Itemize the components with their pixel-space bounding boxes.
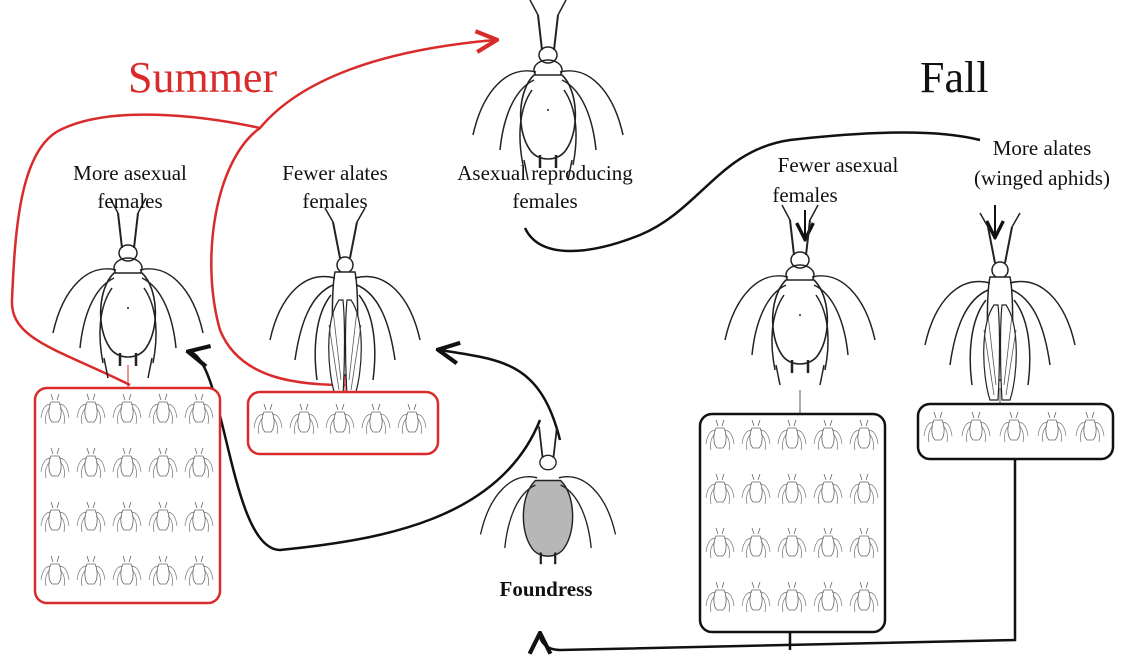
center-asexual-label-2: females xyxy=(512,189,577,213)
asexual-reproducing-aphid xyxy=(473,0,623,180)
fall-asexual-label-2: females xyxy=(772,183,837,207)
center-asexual-label-1: Asexual reproducing xyxy=(457,161,633,185)
fall-asexual-aphid xyxy=(725,205,875,385)
foundress-aphid xyxy=(481,427,616,565)
summer-asexual-label-1: More asexual xyxy=(73,161,187,185)
summer-asexual-aphid xyxy=(53,198,203,378)
summer-heading: Summer xyxy=(128,53,277,102)
summer-alates-label-1: Fewer alates xyxy=(282,161,388,185)
foundress-label: Foundress xyxy=(500,577,593,601)
fall-alates-label-1: More alates xyxy=(993,136,1092,160)
foundress-to-alates-arrow xyxy=(440,350,560,440)
fall-alate-aphid xyxy=(925,213,1075,400)
center-to-fall-arrow xyxy=(525,133,980,252)
summer-asexual-label-2: females xyxy=(97,189,162,213)
summer-alates-label-2: females xyxy=(302,189,367,213)
fall-asexual-label-1: Fewer asexual xyxy=(778,153,899,177)
summer-alate-aphid xyxy=(270,208,420,395)
fall-alates-label-2: (winged aphids) xyxy=(974,166,1110,190)
fall-heading: Fall xyxy=(920,53,988,102)
